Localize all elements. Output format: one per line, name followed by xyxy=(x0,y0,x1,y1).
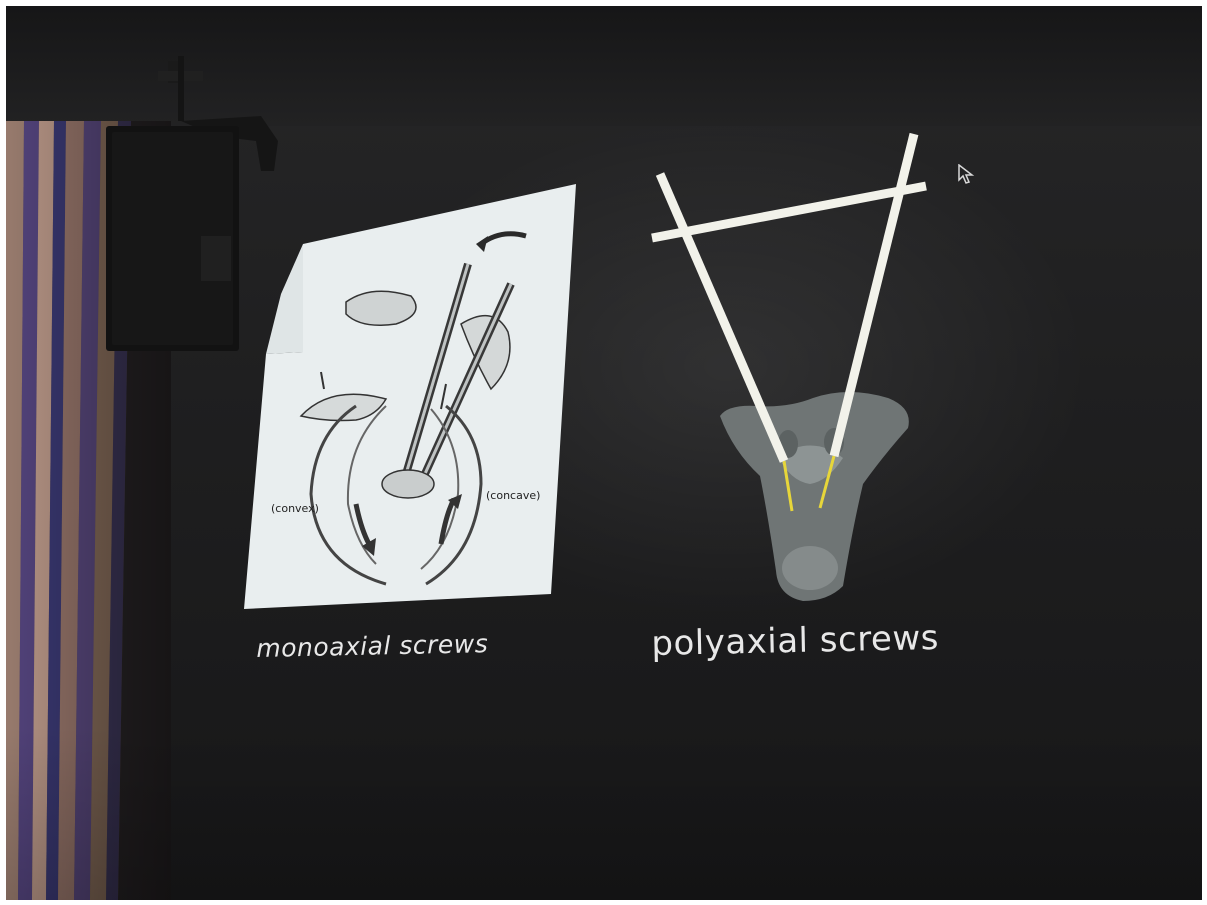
caption-monoaxial-screws: monoaxial screws xyxy=(256,629,489,663)
floor-shadow xyxy=(6,726,1202,900)
caption-polyaxial-screws: polyaxial screws xyxy=(651,618,939,664)
label-concave: (concave) xyxy=(486,489,540,502)
photo-frame: (convex) (concave) monoaxial screws poly… xyxy=(6,6,1202,900)
label-convex: (convex) xyxy=(271,502,319,515)
polyaxial-illustration xyxy=(638,116,968,616)
mouse-pointer-icon xyxy=(958,164,976,190)
monoaxial-illustration: (convex) (concave) xyxy=(236,184,591,609)
